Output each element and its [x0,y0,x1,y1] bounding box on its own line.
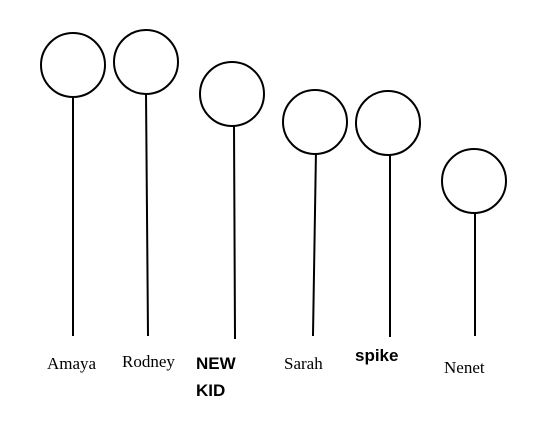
pin-label-new-kid: NEW [196,354,237,373]
pin-rodney: Rodney [113,29,179,371]
pin-label-rodney: Rodney [122,352,175,371]
pin-head-new-kid [199,61,265,127]
pin-label-spike: spike [355,346,398,365]
pin-label-nenet: Nenet [444,358,485,377]
pin-new-kid: NEW KID [196,61,265,400]
pin-nenet: Nenet [441,148,507,377]
pin-head-nenet [441,148,507,214]
pin-head-amaya [40,32,106,98]
pin-head-sarah [282,89,348,155]
pin-stem-rodney [144,91,150,337]
pin-label-sarah: Sarah [284,354,323,373]
pin-stem-sarah [311,148,318,337]
pin-label-amaya: Amaya [47,354,97,373]
pin-label-new-kid-line2: KID [196,381,225,400]
pin-amaya: Amaya [40,32,106,373]
pin-head-rodney [113,29,179,95]
pin-spike: spike [355,90,421,365]
pin-stem-new-kid [232,123,237,340]
pin-sarah: Sarah [282,89,348,373]
pin-head-spike [355,90,421,156]
